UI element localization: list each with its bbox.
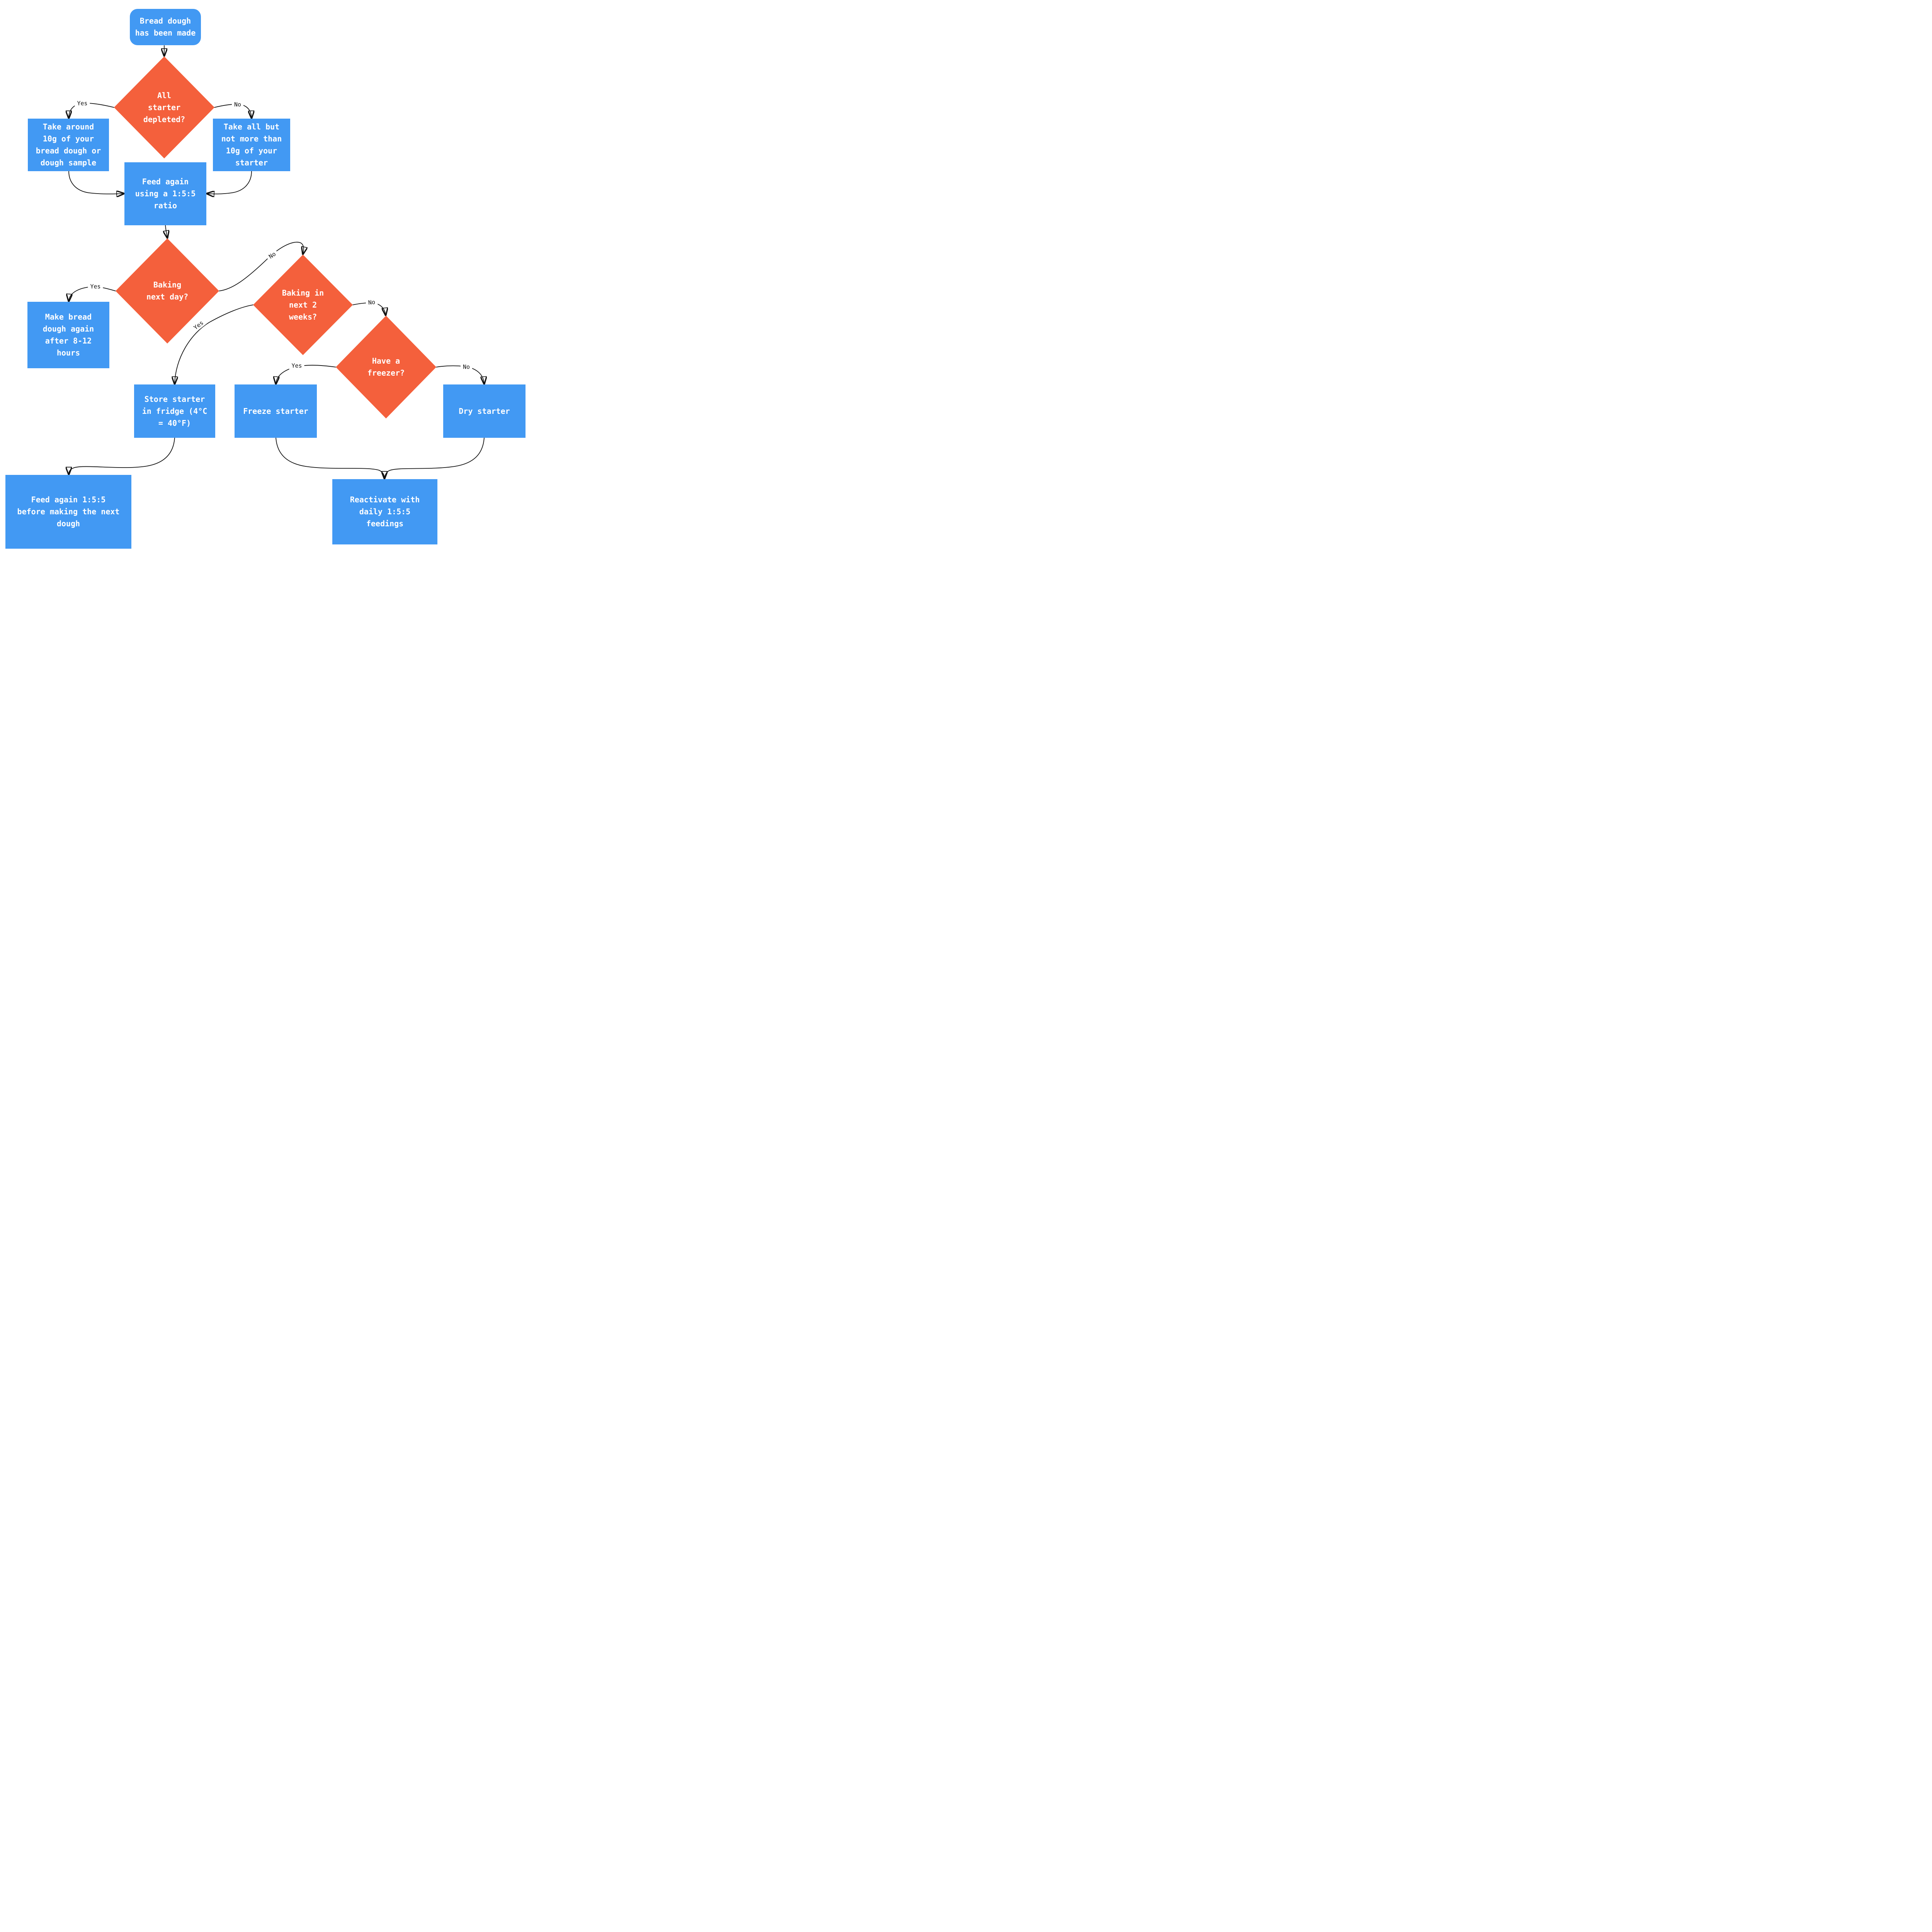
node-freeze-starter-label: Freeze starter [243,406,308,416]
node-start: Bread dough has been made [130,9,201,45]
node-reactivate-daily-feedings-label: Reactivate with daily 1:5:5 feedings [350,495,420,528]
flowchart-canvas: Bread dough has been made All starter de… [0,0,530,552]
node-baking-in-next-2-weeks-label: Baking in next 2 weeks? [282,288,324,321]
node-freeze-starter: Freeze starter [235,384,317,438]
node-dry-starter: Dry starter [443,384,526,438]
node-have-a-freezer-label: Have a freezer? [367,356,405,378]
node-feed-again-before-next-dough-label: Feed again 1:5:5 before making the next … [17,495,120,528]
edge-freezer-yes-freeze [276,365,336,384]
node-take-all-but-10g: Take all but not more than 10g of your s… [213,119,290,171]
node-dry-starter-label: Dry starter [459,406,510,416]
node-feed-again-before-next-dough: Feed again 1:5:5 before making the next … [5,475,131,549]
edge-label-depleted-yes: Yes [75,100,90,107]
node-start-label: Bread dough has been made [135,16,196,37]
edge-freeze-reactivate [276,437,384,478]
edge-label-twoweeks-no: No [366,298,378,307]
node-make-bread-dough-again: Make bread dough again after 8-12 hours [27,302,109,368]
edges-layer [0,45,530,552]
node-take-all-but-10g-label: Take all but not more than 10g of your s… [221,122,282,167]
node-store-starter-in-fridge: Store starter in fridge (4°C = 40°F) [134,384,215,438]
node-feed-again-155-label: Feed again using a 1:5:5 ratio [135,177,196,210]
node-feed-again-155: Feed again using a 1:5:5 ratio [124,162,206,225]
edge-label-freezer-no: No [460,363,473,371]
node-store-starter-in-fridge-label: Store starter in fridge (4°C = 40°F) [142,394,207,428]
edge-feed155-nextday [165,225,167,238]
node-reactivate-daily-feedings: Reactivate with daily 1:5:5 feedings [332,479,437,544]
node-all-starter-depleted-label: All starter depleted? [143,90,185,124]
edge-twoweeks-yes-fridge [175,304,253,384]
edge-label-freezer-yes: Yes [289,362,304,370]
edge-label-depleted-no: No [231,101,244,109]
node-take-around-10g-label: Take around 10g of your bread dough or d… [36,122,101,167]
edge-fridge-feedbefore [69,437,175,474]
edge-take10-feed155 [68,171,124,194]
edge-nextday-no-twoweeks [219,242,304,291]
node-make-bread-dough-again-label: Make bread dough again after 8-12 hours [43,312,94,357]
node-baking-next-day-label: Baking next day? [146,280,189,301]
edge-takeall-feed155 [207,171,252,194]
edge-label-nextday-yes: Yes [88,283,103,291]
edge-dry-reactivate [384,437,485,478]
node-take-around-10g: Take around 10g of your bread dough or d… [28,119,109,171]
